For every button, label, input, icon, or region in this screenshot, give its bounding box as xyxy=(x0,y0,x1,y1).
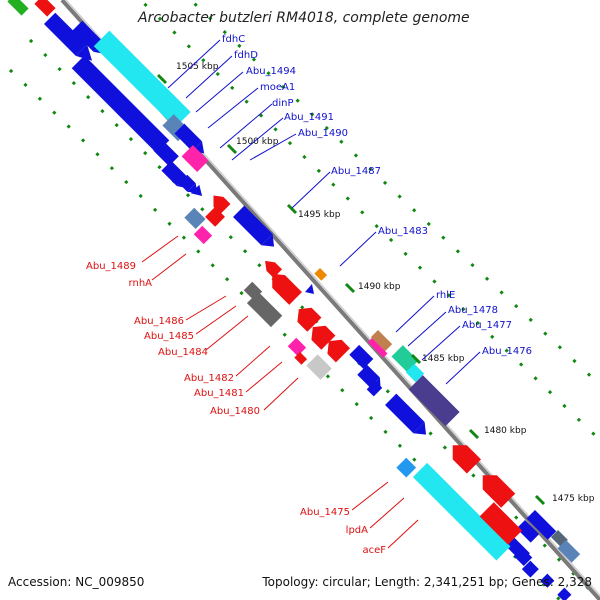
gene-label-fdhD: fdhD xyxy=(234,50,258,61)
accession-text: Accession: NC_009850 xyxy=(8,575,144,589)
gene-label-Abu_1482: Abu_1482 xyxy=(184,373,234,384)
kbp-label: 1485 kbp xyxy=(422,354,465,364)
gene-label-Abu_1494: Abu_1494 xyxy=(246,66,296,77)
gene-label-Abu_1490: Abu_1490 xyxy=(298,128,348,139)
kbp-label: 1480 kbp xyxy=(484,426,527,436)
map-title: Arcobacter butzleri RM4018, complete gen… xyxy=(137,10,470,26)
gene-label-Abu_1475: Abu_1475 xyxy=(300,507,350,518)
reverse-strand-genes xyxy=(184,195,523,561)
gene-label-Abu_1477: Abu_1477 xyxy=(462,320,512,331)
kbp-label: 1500 kbp xyxy=(236,137,279,147)
gene-label-rhlE: rhlE xyxy=(436,290,455,301)
gene-label-dinP: dinP xyxy=(272,98,294,109)
kbp-ticks xyxy=(156,73,546,506)
kbp-label: 1490 kbp xyxy=(358,282,401,292)
forward-label-leaders xyxy=(167,39,481,385)
kbp-label: 1475 kbp xyxy=(552,494,595,504)
gene-label-Abu_1486: Abu_1486 xyxy=(134,316,184,327)
gene-label-rnhA: rnhA xyxy=(129,278,153,289)
gene-label-Abu_1483: Abu_1483 xyxy=(378,226,428,237)
gene-label-Abu_1484: Abu_1484 xyxy=(158,347,208,358)
gene-label-Abu_1489: Abu_1489 xyxy=(86,261,136,272)
gene-label-Abu_1480: Abu_1480 xyxy=(210,406,260,417)
forward-gene-labels: fdhC fdhD Abu_1494 moeA1 dinP Abu_1491 A… xyxy=(222,34,532,357)
edge-genes xyxy=(7,0,56,17)
gc-dotted-tracks xyxy=(8,0,600,600)
gene-label-moeA1: moeA1 xyxy=(260,82,295,93)
gene-label-Abu_1478: Abu_1478 xyxy=(448,305,498,316)
gene-label-Abu_1485: Abu_1485 xyxy=(144,331,194,342)
gene-label-Abu_1481: Abu_1481 xyxy=(194,388,244,399)
gene-label-Abu_1487: Abu_1487 xyxy=(331,166,381,177)
kbp-label: 1505 kbp xyxy=(176,62,219,72)
kbp-label: 1495 kbp xyxy=(298,210,341,220)
genome-info-text: Topology: circular; Length: 2,341,251 bp… xyxy=(261,575,592,589)
gene-label-aceF: aceF xyxy=(362,545,386,556)
reverse-gene-labels: Abu_1489 rnhA Abu_1486 Abu_1485 Abu_1484… xyxy=(86,261,386,556)
gene-label-fdhC: fdhC xyxy=(222,34,245,45)
gene-label-Abu_1476: Abu_1476 xyxy=(482,346,532,357)
forward-strand-genes xyxy=(43,12,581,600)
gene-label-lpdA: lpdA xyxy=(346,525,368,536)
kbp-labels: 1505 kbp 1500 kbp 1495 kbp 1490 kbp 1485… xyxy=(176,62,595,504)
gene-label-Abu_1491: Abu_1491 xyxy=(284,112,334,123)
reverse-label-leaders xyxy=(141,235,419,549)
